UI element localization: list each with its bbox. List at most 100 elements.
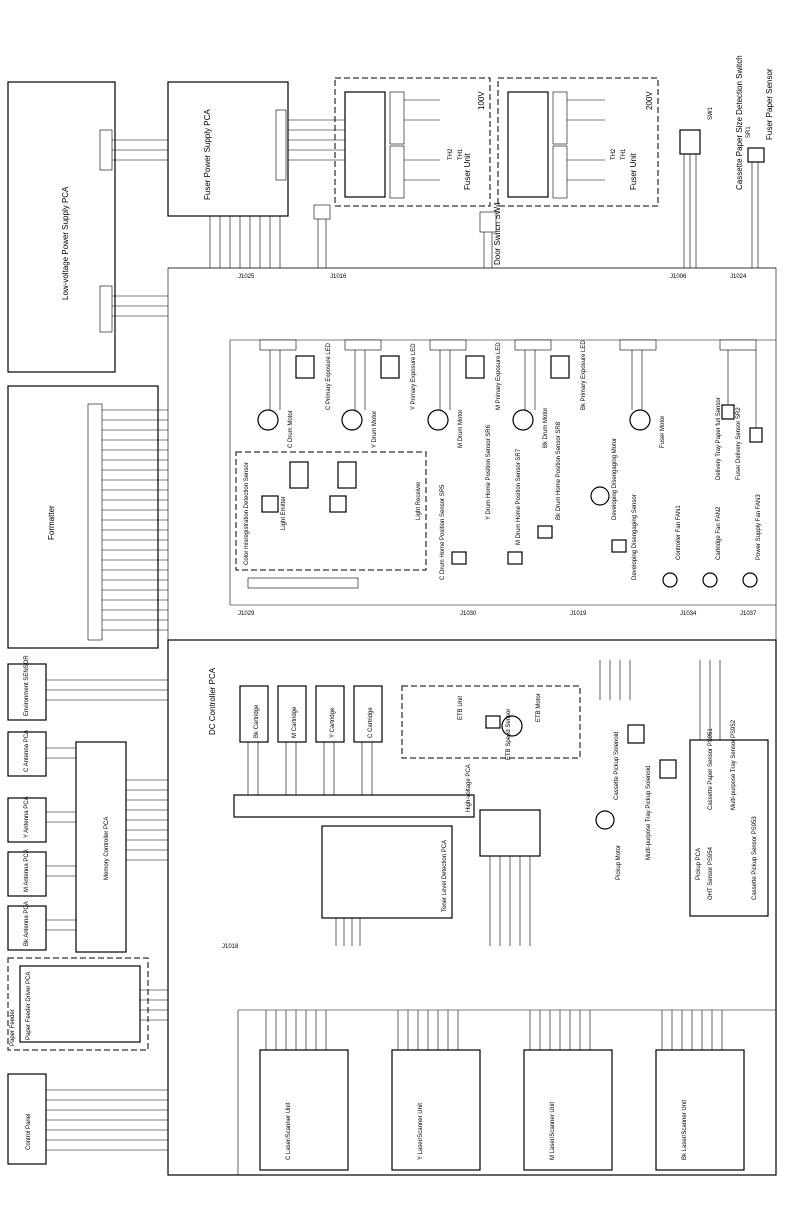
mp-solenoid-label: Multi-purpose Tray Pickup Solenoid — [646, 766, 652, 860]
etb-unit — [401, 685, 581, 759]
fuser-unit-100v-label: Fuser Unit — [463, 152, 472, 190]
cassette-pickup-solenoid-label: Cassette Pickup Solenoid — [614, 732, 620, 800]
fuser-unit-200v-label: Fuser Unit — [629, 152, 638, 190]
j1030-label: J1030 — [460, 611, 477, 617]
color-misreg-label: Color misregistration Detection Sensor — [244, 462, 250, 565]
y-drum-home-label: Y Drum Home Position Sensor SR6 — [486, 424, 492, 520]
j1018-label: J1018 — [222, 944, 239, 950]
pickup-motor-label: Pickup Motor — [616, 845, 622, 880]
etb-unit-label: ETB Unit — [458, 696, 464, 720]
y-exposure-label: Y Primary Exposure LED — [411, 343, 417, 410]
fuser-paper-sensor — [747, 147, 765, 163]
etb-speed-label: ETB Speed Sensor — [506, 709, 512, 760]
bk-laser-label: Bk Laser/Scanner Unit — [682, 1100, 688, 1160]
th2-200-label: TH2 — [611, 148, 617, 160]
c-antenna-label: C Antenna PCA — [24, 730, 30, 772]
developing-sensor-label: Developing Disengaging Sensor — [632, 494, 638, 580]
high-voltage-pca — [233, 794, 475, 818]
fuser-power-psu-label: Fuser Power Supply PCA — [203, 109, 212, 200]
c-laser-unit — [259, 1049, 349, 1171]
exposure-group: C Primary Exposure LED C Drum Motor Y Pr… — [257, 340, 763, 480]
mp-tray-sensor-label: Multi-purpose Tray Sensor PS952 — [731, 719, 737, 810]
j1025-label: J1025 — [238, 274, 255, 280]
y-drum-motor-label: Y Drum Motor — [372, 411, 378, 448]
c-drum-home-label: C Drum Home Position Sensor SR5 — [440, 484, 446, 580]
th2-100-label: TH2 — [448, 148, 454, 160]
oht-sensor-label: OHT Sensor PS954 — [708, 846, 714, 900]
m-antenna-label: M Antenna PCA — [24, 849, 30, 892]
cassette-paper-sensor-label: Cassette Paper Sensor PS951 — [708, 728, 714, 810]
low-voltage-psu-label: Low-voltage Power Supply PCA — [61, 186, 70, 300]
j1006-label: J1006 — [670, 274, 687, 280]
light-receiver-label: Light Receiver — [416, 482, 422, 520]
pickup-pca — [689, 739, 769, 917]
c-cartridge-label: C Cartridge — [368, 707, 374, 738]
m-cartridge-label: M Cartridge — [292, 706, 298, 738]
formatter — [7, 385, 159, 649]
fuser-unit-100v — [334, 77, 491, 207]
fuser-power-psu — [167, 81, 289, 217]
j1037-label: J1037 — [740, 611, 757, 617]
low-voltage-psu — [7, 81, 116, 373]
y-laser-unit — [391, 1049, 481, 1171]
env-sensor-label: Environment SENSOR — [24, 655, 30, 716]
fuser-delivery-label: Fuser Delivery Sensor SR2 — [736, 407, 742, 480]
paper-feeder-outer-label: Paper Feeder — [10, 1009, 16, 1046]
cassette-size-switch-label: Cassette Paper Size Detection Switch — [735, 55, 744, 190]
j1029-label: J1029 — [238, 611, 255, 617]
m-laser-label: M Laser/Scanner Unit — [550, 1102, 556, 1160]
y-cartridge-label: Y Cartridge — [330, 707, 336, 738]
m-laser-unit — [523, 1049, 613, 1171]
bk-drum-motor-label: Bk Drum Motor — [543, 408, 549, 448]
c-drum-motor-label: C Drum Motor — [288, 410, 294, 448]
y-laser-label: Y Laser/Scanner Unit — [418, 1103, 424, 1160]
m-drum-home-label: M Drum Home Position Sensor SR7 — [516, 448, 522, 545]
bk-drum-home-label: Bk Drum Home Position Sensor SR8 — [556, 421, 562, 520]
m-antenna — [7, 851, 47, 897]
toner-level-pca — [321, 825, 453, 919]
delivery-full-label: Delivery Tray Paper full Sensor — [716, 397, 722, 480]
c-antenna — [7, 731, 47, 777]
bk-antenna-label: Bk Antenna PCA — [24, 901, 30, 946]
m-exposure-label: M Primary Exposure LED — [496, 342, 502, 410]
m-drum-motor-label: M Drum Motor — [458, 410, 464, 448]
sr1-label: SR1 — [746, 126, 752, 138]
y-antenna-label: Y Antenna PCA — [24, 796, 30, 838]
door-switch-label: Door Switch SW4 — [493, 202, 502, 265]
light-emitter-label: Light Emitter — [281, 496, 287, 530]
j1024-label: J1024 — [730, 274, 747, 280]
m-cartridge — [277, 685, 307, 743]
control-panel-label: Control Panel — [26, 1114, 32, 1150]
voltage-200-label: 200V — [645, 91, 654, 110]
fuser-paper-sensor-label: Fuser Paper Sensor — [765, 68, 774, 140]
c-exposure-label: C Primary Exposure LED — [326, 342, 332, 410]
bk-cartridge-label: Bk Cartridge — [254, 704, 260, 738]
y-cartridge — [315, 685, 345, 743]
c-laser-label: C Laser/Scanner Unit — [286, 1102, 292, 1160]
memory-controller-label: Memory Controller PCA — [104, 817, 110, 880]
bk-exposure-label: Bk Primary Exposure LED — [581, 340, 587, 410]
formatter-label: Formatter — [47, 505, 56, 540]
control-panel — [7, 1073, 47, 1165]
bk-cartridge — [239, 685, 269, 743]
controller-fan-label: Controller Fan FAN1 — [676, 505, 682, 560]
cartridge-fan-label: Cartridge Fan FAN2 — [716, 506, 722, 560]
y-antenna — [7, 797, 47, 843]
bk-antenna — [7, 905, 47, 951]
cassette-pickup-sensor-label: Cassette Pickup Sensor PS953 — [752, 816, 758, 900]
color-misreg-box — [235, 451, 427, 571]
paper-feeder-label: Paper Feeder Driver PCA — [26, 972, 32, 1040]
cassette-size-switch — [679, 129, 701, 155]
j1016-label: J1016 — [330, 274, 347, 280]
th1-100-label: TH1 — [458, 148, 464, 160]
toner-level-label: Toner Level Detection PCA — [442, 840, 448, 912]
bk-laser-unit — [655, 1049, 745, 1171]
voltage-100-label: 100V — [477, 91, 486, 110]
env-sensor — [7, 663, 47, 721]
th1-200-label: TH1 — [621, 148, 627, 160]
dc-controller-label: DC Controller PCA — [208, 667, 217, 735]
pickup-pca-label: Pickup PCA — [696, 848, 702, 880]
fuser-motor-label: Fuser Motor — [660, 416, 666, 448]
j1019-label: J1019 — [570, 611, 587, 617]
c-cartridge — [353, 685, 383, 743]
